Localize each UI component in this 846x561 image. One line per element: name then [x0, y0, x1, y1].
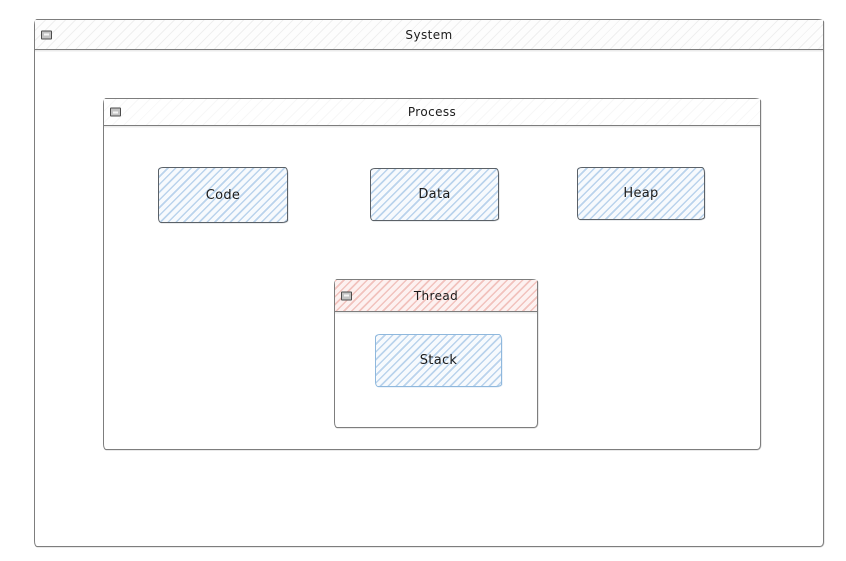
code-segment-label: Code — [205, 187, 241, 203]
window-control-icon — [41, 30, 52, 39]
window-control-icon-bar — [113, 111, 118, 113]
data-segment-box: Data — [370, 168, 499, 221]
window-control-icon-bar — [344, 294, 349, 297]
window-control-icon — [110, 107, 121, 117]
stack-segment-box: Stack — [375, 334, 502, 387]
heap-segment-box: Heap — [577, 167, 705, 220]
process-title: Process — [407, 105, 457, 119]
system-window: System Process Code Data Heap — [34, 19, 824, 547]
thread-title: Thread — [413, 288, 459, 303]
system-titlebar: System — [35, 20, 823, 50]
stack-segment-label: Stack — [419, 353, 458, 368]
window-control-icon-bar — [44, 33, 49, 36]
code-segment-box: Code — [158, 167, 288, 223]
window-control-icon — [341, 291, 352, 300]
thread-window: Thread Stack — [334, 279, 538, 428]
process-titlebar: Process — [104, 99, 760, 126]
heap-segment-label: Heap — [623, 186, 659, 201]
process-window: Process Code Data Heap Thread — [103, 98, 761, 450]
system-title: System — [405, 27, 453, 42]
data-segment-label: Data — [418, 187, 451, 202]
thread-titlebar: Thread — [335, 280, 537, 312]
